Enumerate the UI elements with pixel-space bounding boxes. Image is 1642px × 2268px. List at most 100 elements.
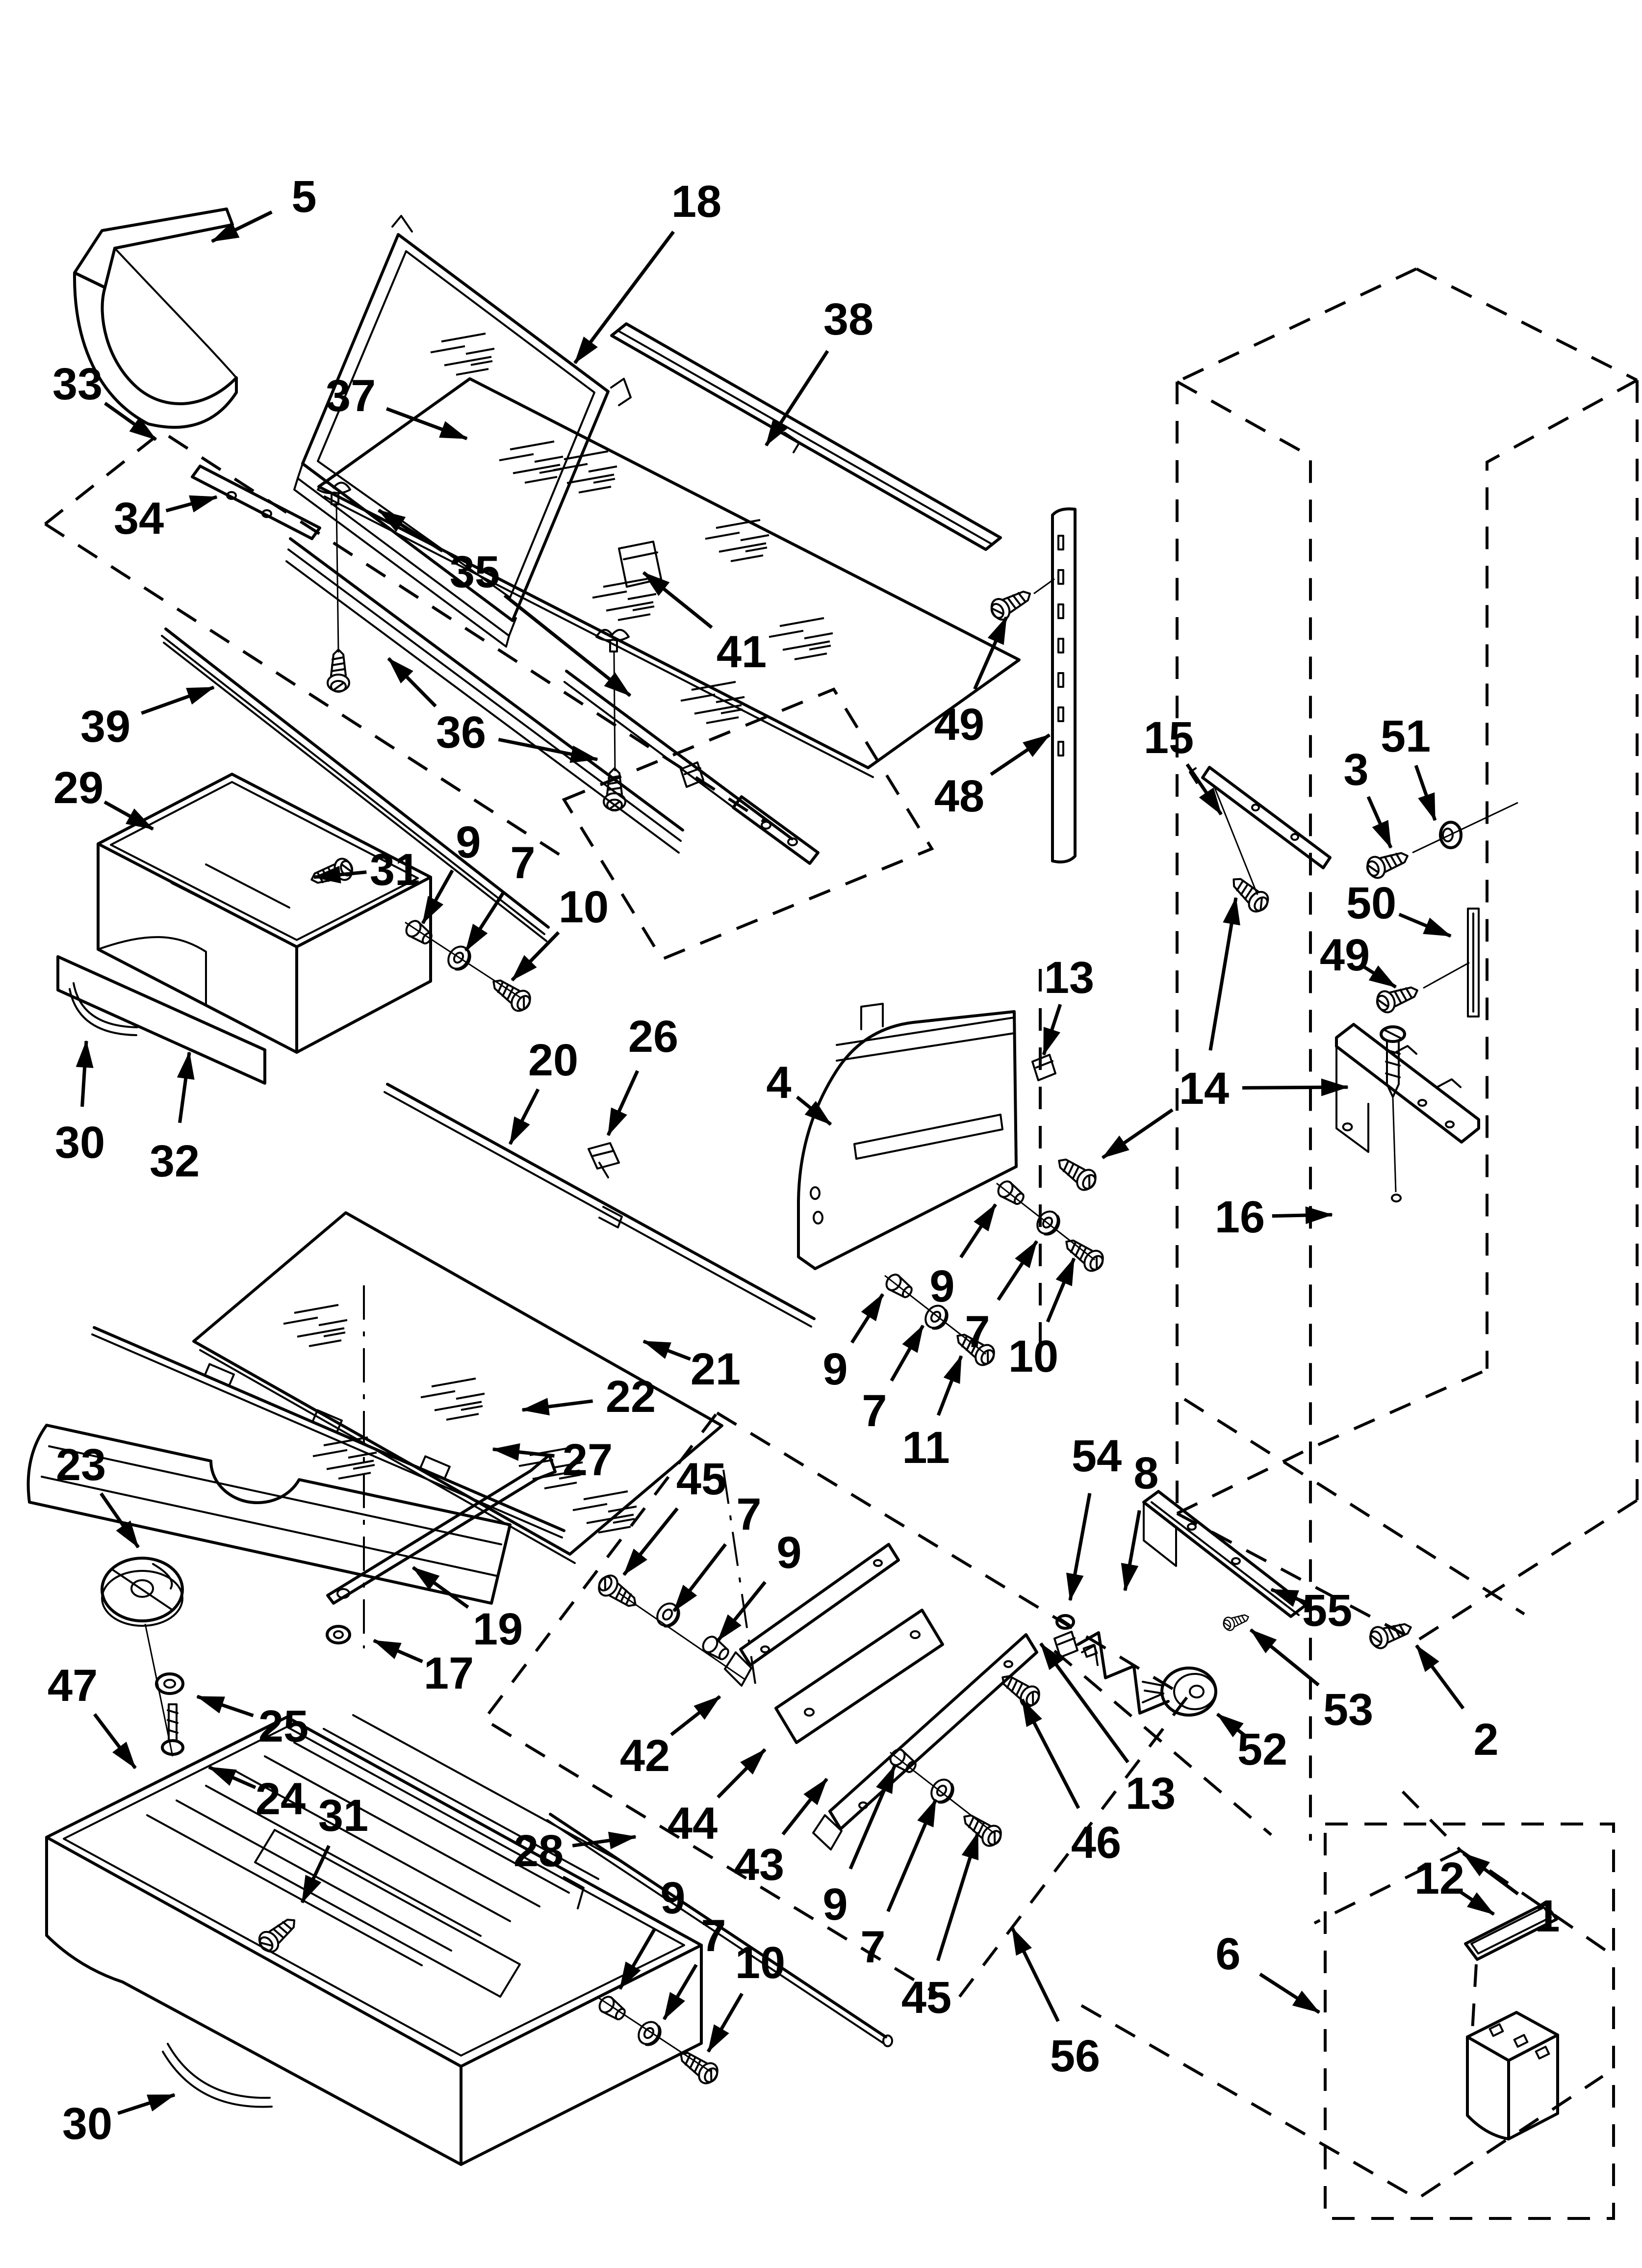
callout-label: 9 bbox=[456, 817, 481, 867]
part-47-drawer-pan bbox=[45, 1714, 703, 2166]
axis-line bbox=[617, 1591, 746, 1681]
callout-50: 50 bbox=[1346, 878, 1452, 938]
callout-arrow bbox=[890, 1325, 925, 1382]
callout-10: 10 bbox=[706, 1938, 785, 2053]
part-40-dashed-outline bbox=[562, 687, 934, 961]
callout-label: 5 bbox=[291, 172, 316, 222]
callout-label: 10 bbox=[1008, 1331, 1058, 1382]
part-31-screw bbox=[254, 1911, 303, 1957]
callout-arrow bbox=[618, 1929, 656, 1990]
part-45-screw bbox=[593, 1570, 643, 1615]
callout-arrow bbox=[503, 594, 632, 697]
callout-12: 12 bbox=[1414, 1853, 1495, 1916]
part-35-wing-pin bbox=[595, 628, 630, 652]
callout-arrow bbox=[1361, 965, 1397, 989]
callout-arrow bbox=[1414, 765, 1437, 821]
callout-arrow bbox=[850, 1293, 884, 1344]
callout-arrow bbox=[717, 1748, 767, 1799]
callout-47: 47 bbox=[48, 1661, 137, 1770]
callout-label: 23 bbox=[56, 1440, 106, 1490]
callout-label: 11 bbox=[902, 1423, 949, 1473]
callout-arrow bbox=[1042, 1004, 1062, 1056]
callout-42: 42 bbox=[620, 1695, 721, 1781]
callout-arrow bbox=[103, 402, 157, 441]
callout-label: 48 bbox=[934, 771, 984, 821]
part-8-bracket bbox=[1077, 1631, 1170, 1715]
part-19-arm bbox=[326, 1454, 557, 1605]
callout-arrow bbox=[196, 1694, 254, 1718]
callout-arrow bbox=[1046, 1257, 1076, 1323]
callout-45: 45 bbox=[901, 1831, 980, 2023]
callout-label: 52 bbox=[1237, 1724, 1287, 1774]
callout-label: 9 bbox=[776, 1528, 801, 1578]
callout-arrow bbox=[93, 1713, 137, 1770]
callout-arrow bbox=[1020, 1698, 1080, 1809]
callout-4: 4 bbox=[766, 1058, 832, 1126]
callout-30: 30 bbox=[62, 2093, 176, 2149]
callout-label: 18 bbox=[671, 177, 721, 227]
callout-arrow bbox=[378, 509, 444, 553]
callout-arrow bbox=[706, 1992, 744, 2053]
part-38-trim-rail bbox=[610, 322, 1002, 551]
callout-label: 56 bbox=[1050, 2031, 1100, 2081]
part-3-screw bbox=[1363, 845, 1412, 882]
callout-34: 34 bbox=[114, 494, 218, 544]
callout-9: 9 bbox=[822, 1293, 884, 1394]
callout-14: 14 bbox=[1102, 897, 1349, 1159]
callout-15: 15 bbox=[1144, 713, 1223, 815]
part-28-rod bbox=[546, 1813, 893, 2047]
axis-line bbox=[1412, 802, 1518, 854]
callout-18: 18 bbox=[573, 177, 721, 365]
callout-label: 49 bbox=[934, 700, 984, 750]
callout-label: 7 bbox=[965, 1307, 990, 1357]
part-6-bin bbox=[1466, 2011, 1559, 2140]
callout-8: 8 bbox=[1121, 1448, 1159, 1591]
callout-41: 41 bbox=[642, 571, 767, 677]
callout-label: 51 bbox=[1381, 711, 1431, 761]
part-49-screw bbox=[988, 584, 1035, 623]
callout-arrow bbox=[662, 1964, 698, 2020]
callout-43: 43 bbox=[734, 1777, 828, 1890]
callout-55: 55 bbox=[1270, 1586, 1352, 1636]
callout-arrow bbox=[76, 1040, 94, 1107]
callout-31: 31 bbox=[300, 1791, 368, 1903]
callout-arrow bbox=[1462, 1852, 1519, 1896]
callout-22: 22 bbox=[521, 1372, 656, 1422]
callout-9: 9 bbox=[929, 1203, 997, 1311]
part-16-bracket bbox=[1335, 1023, 1480, 1153]
part-34-rail-right bbox=[732, 795, 820, 865]
callout-label: 1 bbox=[1535, 1891, 1560, 1941]
part-14-screw bbox=[1052, 1150, 1101, 1195]
callout-label: 55 bbox=[1302, 1586, 1352, 1636]
callout-arrow bbox=[781, 1777, 828, 1836]
callout-20: 20 bbox=[508, 1035, 578, 1145]
part-34-rail-left bbox=[191, 465, 321, 540]
callout-arrow bbox=[492, 1443, 555, 1461]
callout-label: 53 bbox=[1323, 1685, 1373, 1735]
part-6-kit-box bbox=[1324, 1823, 1615, 2220]
axis-line bbox=[1423, 962, 1470, 989]
callout-label: 25 bbox=[258, 1701, 308, 1751]
callout-arrow bbox=[959, 1203, 997, 1258]
callout-label: 17 bbox=[424, 1648, 474, 1698]
callout-arrow bbox=[100, 1492, 140, 1548]
part-30-wire bbox=[162, 2043, 273, 2108]
callout-10: 10 bbox=[511, 882, 609, 982]
callout-49: 49 bbox=[1320, 930, 1397, 989]
callout-16: 16 bbox=[1215, 1192, 1333, 1242]
part-51-washer bbox=[1439, 821, 1462, 849]
callout-25: 25 bbox=[196, 1694, 308, 1751]
callout-label: 43 bbox=[734, 1840, 784, 1890]
part-40-clip bbox=[680, 761, 704, 788]
callout-arrow bbox=[521, 1398, 593, 1416]
callout-label: 13 bbox=[1044, 953, 1094, 1003]
callout-arrow bbox=[1270, 1588, 1308, 1607]
callout-1: 1 bbox=[1462, 1852, 1560, 1941]
callout-5: 5 bbox=[211, 172, 317, 243]
callout-38: 38 bbox=[765, 294, 873, 446]
part-9-pin bbox=[595, 1993, 629, 2024]
part-42-dashed-outline bbox=[482, 1411, 1189, 2006]
callout-label: 12 bbox=[1414, 1853, 1464, 1903]
part-43-bracket bbox=[812, 1633, 1038, 1851]
callout-arrow bbox=[622, 1507, 679, 1576]
